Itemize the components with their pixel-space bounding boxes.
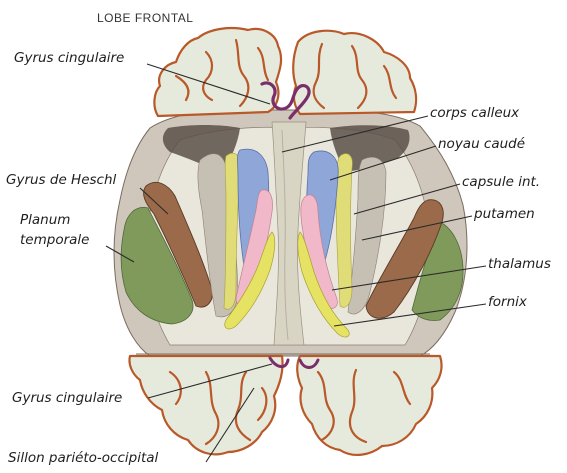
- label-gyrus-cingulaire-top: Gyrus cingulaire: [14, 50, 124, 66]
- label-gyrus-de-heschl: Gyrus de Heschl: [6, 172, 117, 188]
- label-putamen: putamen: [473, 206, 535, 222]
- label-thalamus: thalamus: [488, 256, 551, 272]
- right-occipital-lobe: [297, 356, 441, 455]
- right-frontal-lobe: [293, 31, 416, 114]
- label-gyrus-cingulaire-bottom: Gyrus cingulaire: [12, 390, 122, 406]
- label-sillon-parieto-occipital: Sillon pariéto-occipital: [8, 450, 159, 466]
- left-occipital-lobe: [129, 356, 282, 454]
- label-capsule-int: capsule int.: [462, 174, 540, 190]
- posterior-lobes: [129, 356, 441, 455]
- label-fornix: fornix: [488, 294, 528, 310]
- label-planum-line1: Planum: [20, 212, 70, 228]
- diagram-title: LOBE FRONTAL: [97, 11, 193, 25]
- frontal-lobe: [154, 28, 416, 118]
- brain-section: [114, 110, 467, 356]
- label-noyau-caude: noyau caudé: [438, 136, 525, 152]
- label-planum-line2: temporale: [20, 232, 89, 248]
- label-corps-calleux: corps calleux: [430, 105, 520, 121]
